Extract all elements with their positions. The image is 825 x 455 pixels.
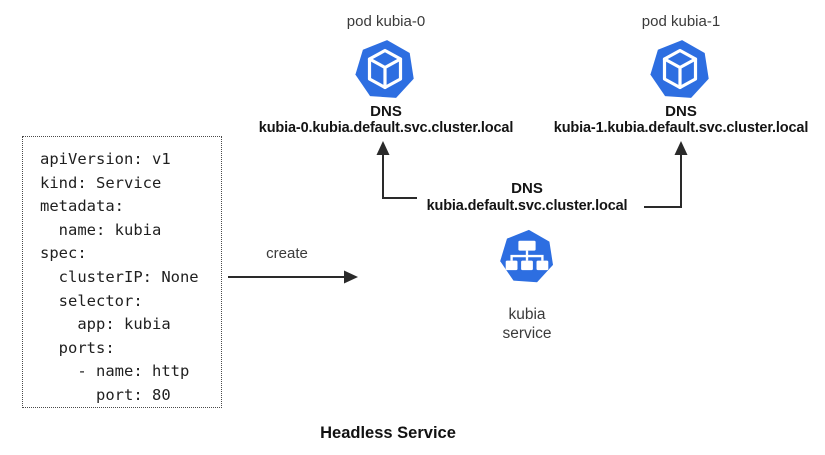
pod1-icon — [650, 40, 709, 98]
diagram-title: Headless Service — [320, 424, 456, 442]
pod1-dns-title: DNS — [665, 103, 697, 120]
service-dns-title: DNS — [511, 180, 543, 197]
pod0-label: pod kubia-0 — [346, 13, 426, 30]
arrow-to-pod1-dns — [644, 141, 688, 208]
create-arrow — [228, 270, 358, 284]
pod1-dns-name: kubia-1.kubia.default.svc.cluster.local — [553, 120, 809, 136]
service-icon — [500, 229, 554, 283]
pod0-dns-title: DNS — [370, 103, 402, 120]
pod0-dns-name: kubia-0.kubia.default.svc.cluster.local — [258, 120, 514, 136]
service-label: kubia service — [502, 306, 552, 342]
pod0-icon — [355, 40, 414, 98]
pod1-label: pod kubia-1 — [641, 13, 721, 30]
create-label: create — [266, 245, 308, 262]
service-yaml-manifest: apiVersion: v1 kind: Service metadata: n… — [22, 136, 222, 408]
yaml-code: apiVersion: v1 kind: Service metadata: n… — [40, 150, 199, 404]
service-dns-name: kubia.default.svc.cluster.local — [426, 198, 628, 214]
arrow-to-pod0-dns — [376, 141, 417, 199]
